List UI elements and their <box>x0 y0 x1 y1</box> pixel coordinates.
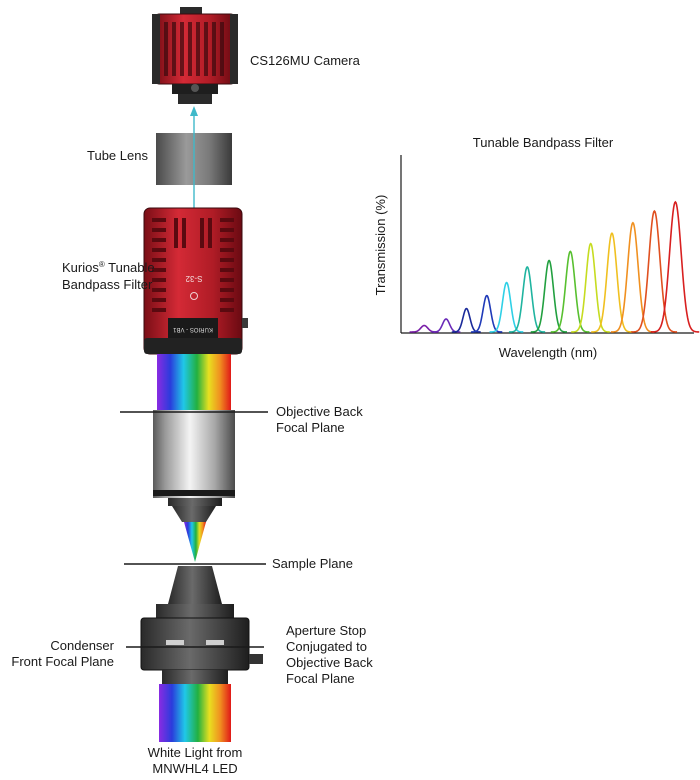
rainbow-beam-upper <box>157 354 231 410</box>
condenser-label-2: Front Focal Plane <box>11 654 114 669</box>
chart-title: Tunable Bandpass Filter <box>473 135 614 150</box>
filter-model-text: S-32 <box>185 274 202 283</box>
transmission-peak-10 <box>591 232 633 333</box>
aperture-label-2: Conjugated to <box>286 639 367 654</box>
objective-bfp-label-1: Objective Back <box>276 404 363 419</box>
transmission-peak-7 <box>530 259 567 333</box>
transmission-peak-8 <box>550 250 590 333</box>
light-label-2: MNWHL4 LED <box>152 761 237 776</box>
x-axis-label: Wavelength (nm) <box>499 345 598 360</box>
transmission-peak-6 <box>508 266 546 333</box>
transmission-peak-5 <box>489 281 524 333</box>
series-layer <box>409 200 700 333</box>
condenser <box>140 566 263 684</box>
transmission-chart: Tunable Bandpass Filter Transmission (%)… <box>373 135 700 360</box>
kurios-filter: S-32 KURIOS - VB1 <box>143 207 248 355</box>
camera <box>152 7 238 104</box>
transmission-peak-13 <box>650 200 700 333</box>
condenser-label-1: Condenser <box>50 638 114 653</box>
kurios-label-2: Bandpass Filter <box>62 277 153 292</box>
transmission-peak-4 <box>470 294 503 333</box>
y-axis-label: Transmission (%) <box>373 195 388 296</box>
transmission-peak-1 <box>409 324 439 333</box>
transmission-peak-3 <box>451 307 481 333</box>
objective <box>153 410 235 522</box>
aperture-label-1: Aperture Stop <box>286 623 366 638</box>
rainbow-cone <box>184 522 206 562</box>
aperture-label-3: Objective Back <box>286 655 373 670</box>
objective-bfp-label-2: Focal Plane <box>276 420 345 435</box>
beam-line <box>190 106 198 210</box>
rainbow-beam-lower <box>159 684 231 742</box>
transmission-peak-2 <box>431 318 461 333</box>
camera-label: CS126MU Camera <box>250 53 361 68</box>
sample-plane-label: Sample Plane <box>272 556 353 571</box>
aperture-label-4: Focal Plane <box>286 671 355 686</box>
light-label-1: White Light from <box>148 745 243 760</box>
filter-plate-text: KURIOS - VB1 <box>173 326 213 332</box>
transmission-peak-12 <box>631 209 678 333</box>
kurios-label-1: Kurios® Tunable <box>62 260 155 275</box>
transmission-peak-9 <box>571 242 610 333</box>
tube-lens-label: Tube Lens <box>87 148 148 163</box>
transmission-peak-11 <box>610 221 655 333</box>
